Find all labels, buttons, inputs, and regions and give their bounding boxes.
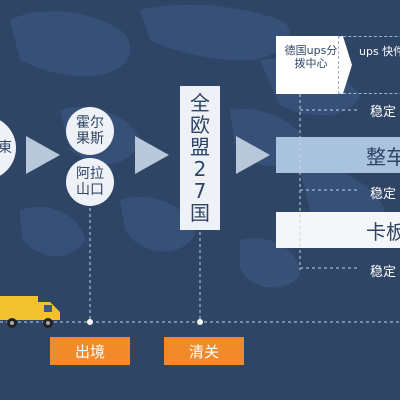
port-circle-horgos: 霍尔果斯 xyxy=(66,107,114,155)
exit-tag-text: 出境 xyxy=(74,342,105,361)
ups-center-text: 德国ups分拨中心 xyxy=(284,44,338,70)
ups-express-box: ups 快件服 xyxy=(338,36,400,94)
ups-center-box: 德国ups分拨中心 xyxy=(276,36,352,94)
chevron-right-icon xyxy=(236,136,270,174)
eu-27-label-text: 全欧盟27国 xyxy=(190,91,210,225)
full-truck-bar: 整车 xyxy=(276,137,400,173)
port-circle-alashankou-text: 阿拉山口 xyxy=(76,166,104,198)
origin-circle-text: 東 xyxy=(0,140,12,156)
ups-express-text: ups 快件服 xyxy=(359,45,400,58)
pallet-text: 卡板 xyxy=(366,219,400,244)
port-circle-alashankou: 阿拉山口 xyxy=(66,158,114,206)
truck-icon xyxy=(0,296,60,328)
chevron-right-icon xyxy=(26,136,60,174)
exit-tag: 出境 xyxy=(50,337,130,365)
chevron-right-icon xyxy=(135,136,169,174)
eu-27-label: 全欧盟27国 xyxy=(180,86,220,230)
stable-label-middle: 稳定 xyxy=(370,187,397,202)
clearance-tag: 清关 xyxy=(164,337,244,365)
stable-label-bottom: 稳定 xyxy=(370,265,397,280)
stable-label-top: 稳定 xyxy=(370,105,397,120)
port-circle-horgos-text: 霍尔果斯 xyxy=(76,115,104,147)
full-truck-text: 整车 xyxy=(366,144,400,169)
clearance-tag-text: 清关 xyxy=(188,342,219,361)
pallet-bar: 卡板 xyxy=(276,212,400,248)
